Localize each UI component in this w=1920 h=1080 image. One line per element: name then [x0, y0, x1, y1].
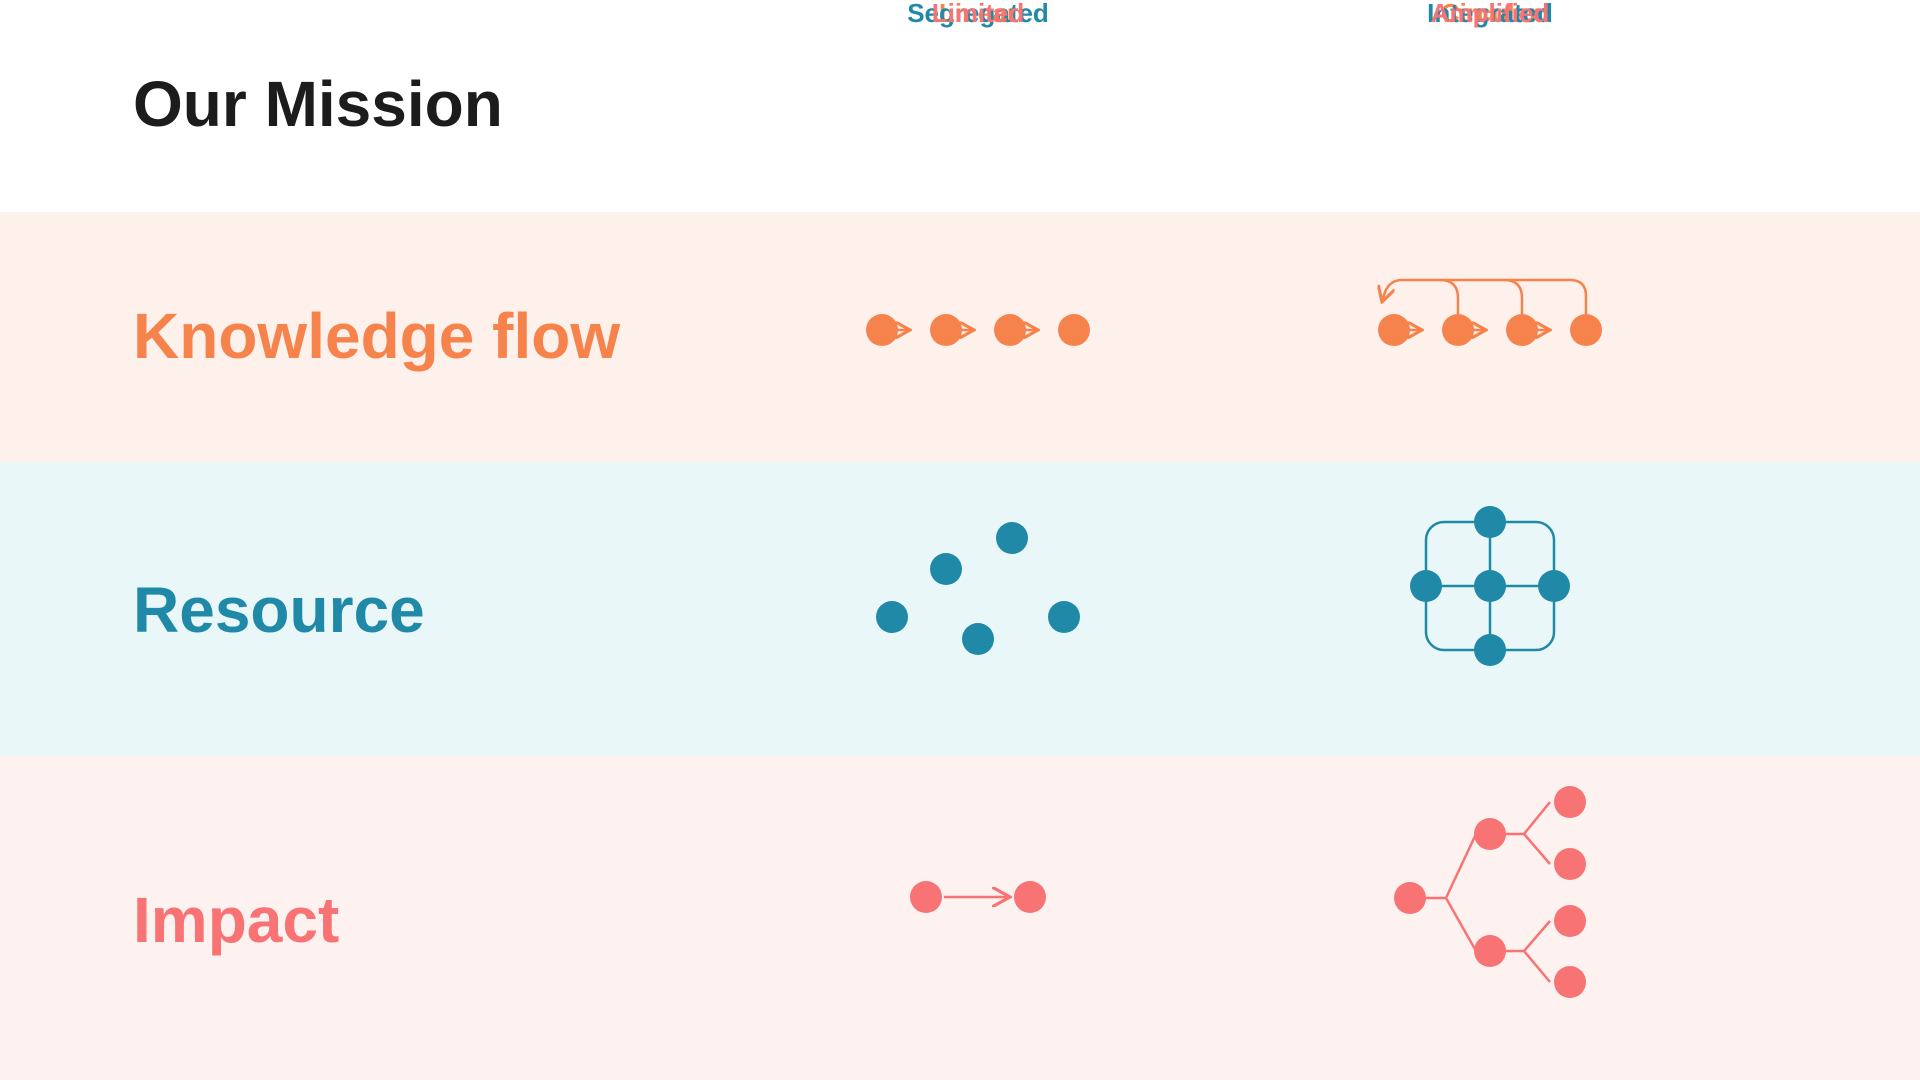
amplified-diagram [1394, 786, 1586, 998]
limited-node [910, 881, 942, 913]
limited-node [1014, 881, 1046, 913]
circular-node [1506, 314, 1538, 346]
segregated-diagram [876, 522, 1080, 655]
segregated-node [996, 522, 1028, 554]
integrated-caption: Integrated [1427, 0, 1553, 28]
circular-flow-diagram [1368, 278, 1602, 346]
amplified-node [1474, 935, 1506, 967]
limited-caption: Limited [931, 0, 1025, 28]
linear-node [930, 314, 962, 346]
integrated-node [1410, 570, 1442, 602]
integrated-diagram [1410, 506, 1570, 666]
segregated-caption: Segregated [907, 0, 1049, 28]
linear-node [994, 314, 1026, 346]
amplified-caption: Amplified [1430, 0, 1550, 28]
segregated-node [1048, 601, 1080, 633]
linear-node [866, 314, 898, 346]
amplified-node [1554, 786, 1586, 818]
segregated-node [876, 601, 908, 633]
circular-caption: Circular [1440, 0, 1540, 28]
linear-node [1058, 314, 1090, 346]
segregated-node [962, 623, 994, 655]
resource-label: Resource [133, 574, 425, 646]
impact-label: Impact [133, 884, 340, 956]
amplified-node [1554, 848, 1586, 880]
segregated-node [930, 553, 962, 585]
resource-row: Resource [0, 462, 1920, 756]
limited-diagram [910, 881, 1046, 913]
impact-row: Impact [0, 756, 1920, 1080]
amplified-node [1394, 882, 1426, 914]
integrated-node [1538, 570, 1570, 602]
linear-flow-diagram [866, 314, 1090, 346]
circular-node [1378, 314, 1410, 346]
amplified-node [1474, 818, 1506, 850]
integrated-node [1474, 506, 1506, 538]
circular-node [1570, 314, 1602, 346]
knowledge-flow-label: Knowledge flow [133, 300, 621, 372]
linear-caption: Linear [938, 0, 1018, 28]
integrated-node [1474, 634, 1506, 666]
circular-node [1442, 314, 1474, 346]
integrated-node [1474, 570, 1506, 602]
amplified-node [1554, 905, 1586, 937]
page-title: Our Mission [133, 68, 503, 140]
amplified-node [1554, 966, 1586, 998]
